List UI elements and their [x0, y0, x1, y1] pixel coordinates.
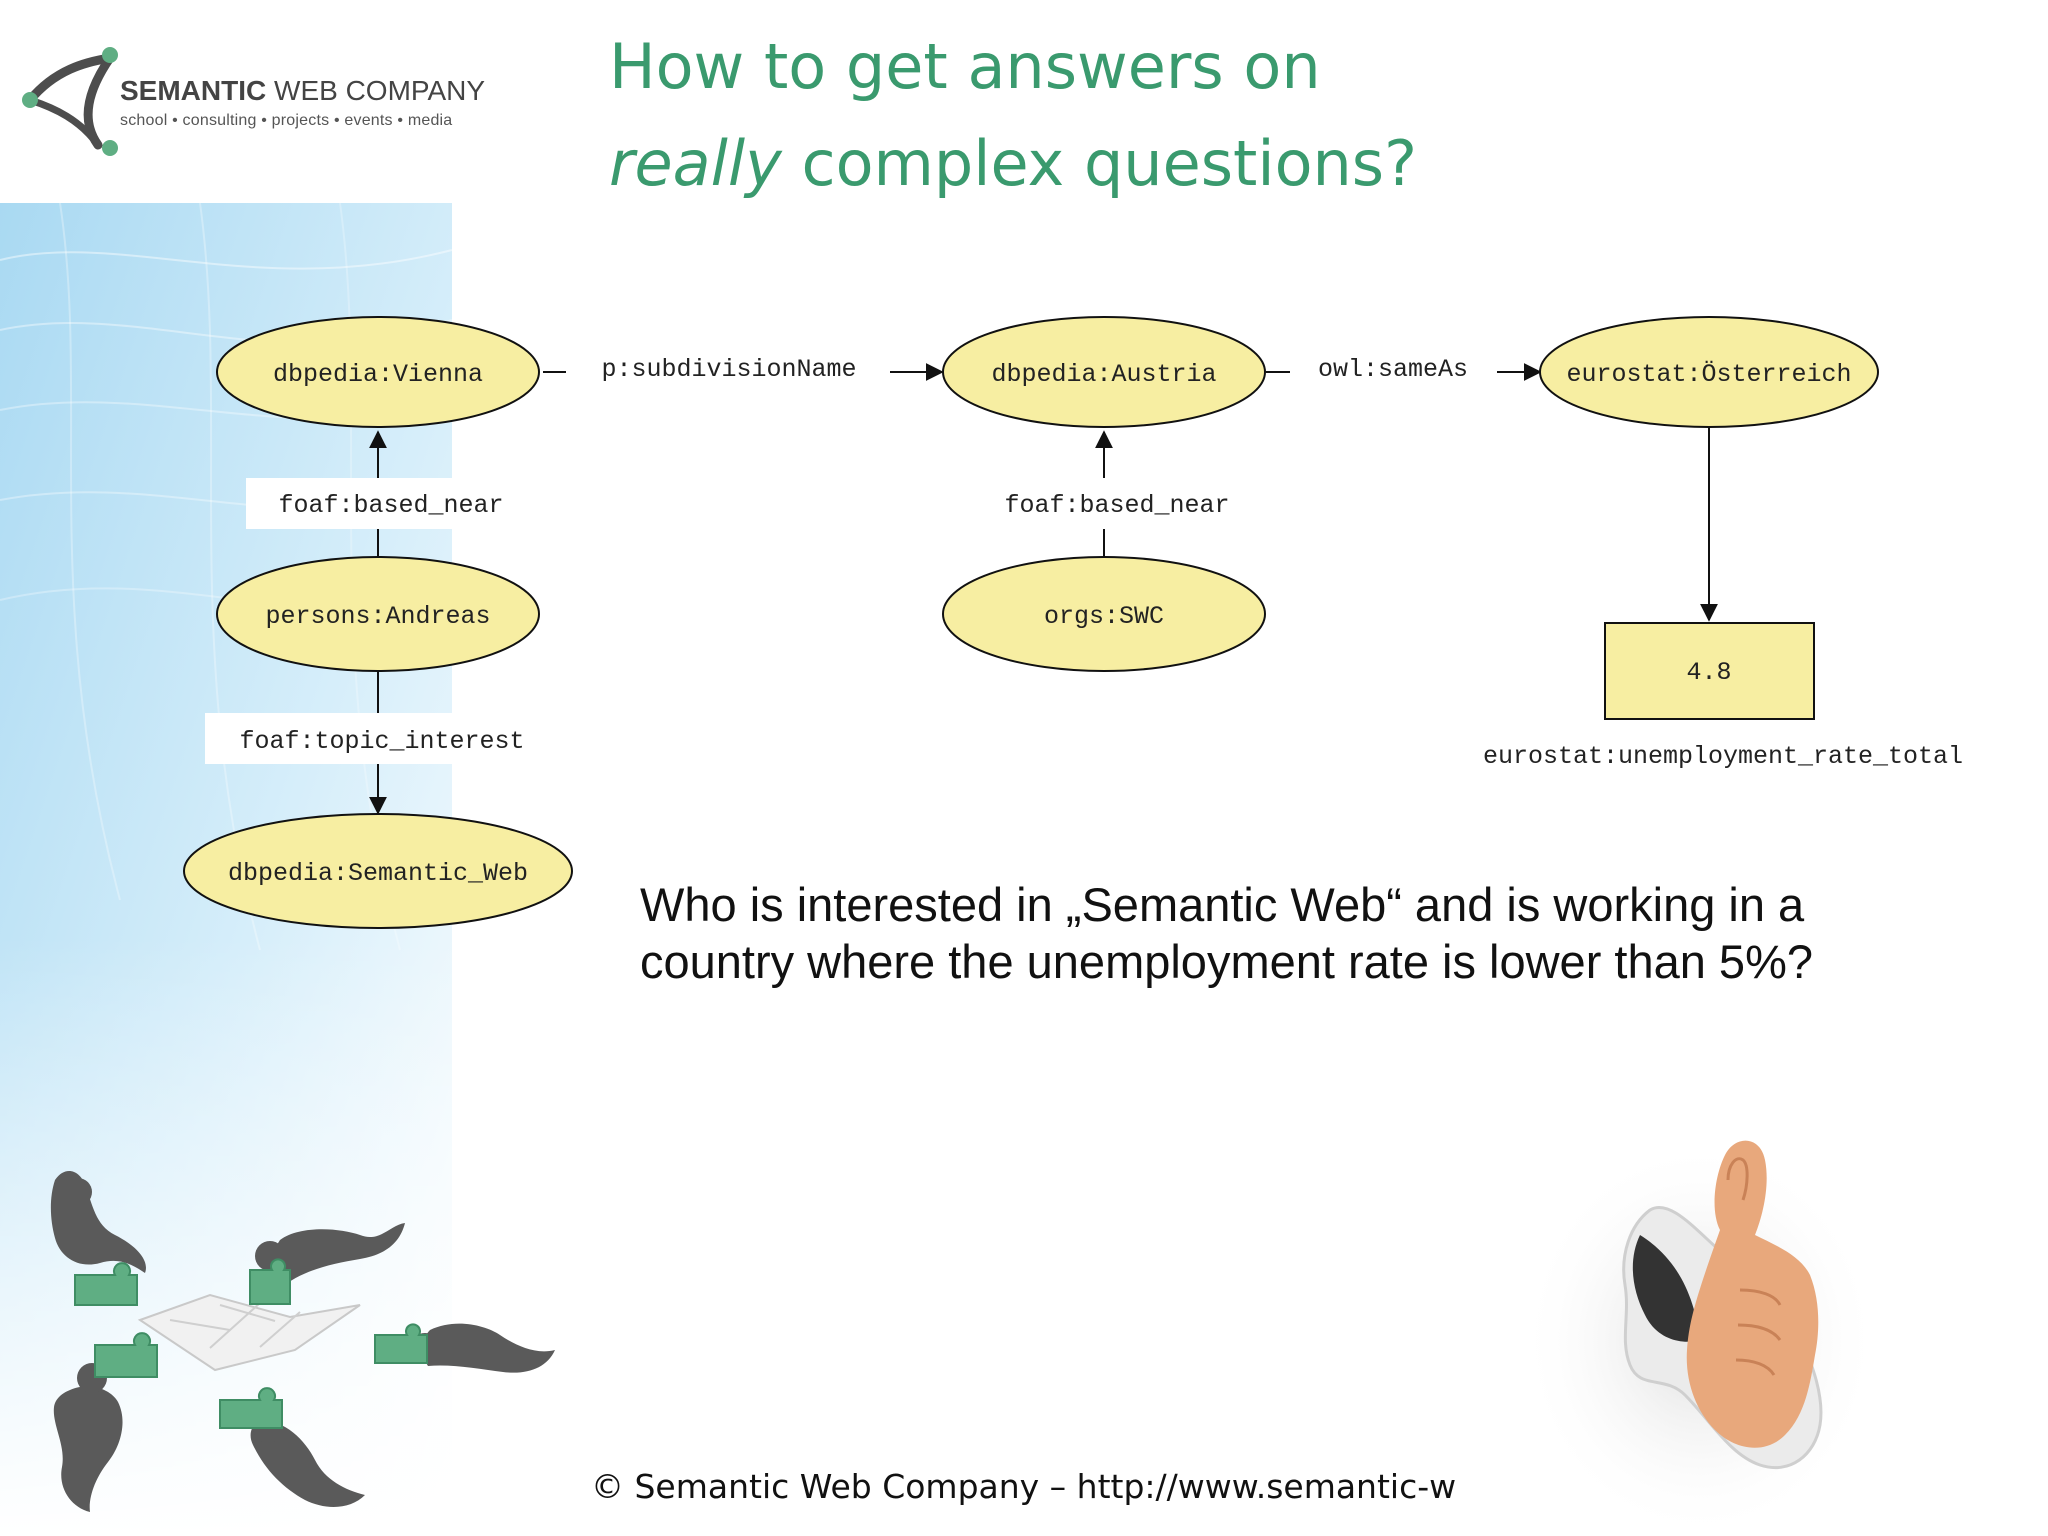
edge-label-bg-based-near-2	[985, 478, 1230, 529]
node-value-box: 4.8	[1604, 622, 1815, 720]
skydivers-puzzle-illustration	[50, 1170, 555, 1512]
node-label: persons:Andreas	[265, 602, 490, 631]
logo-mark-icon	[22, 47, 118, 156]
node-value: 4.8	[1686, 658, 1731, 687]
node-dbpedia-semantic-web: dbpedia:Semantic_Web	[183, 813, 573, 929]
edge-label-topic-interest: foaf:topic_interest	[239, 727, 524, 756]
edge-label-based-near-2: foaf:based_near	[1004, 491, 1229, 520]
footer-copyright: © Semantic Web Company – http://www.sema…	[591, 1467, 1456, 1506]
node-label: dbpedia:Austria	[991, 360, 1216, 389]
company-logo: SEMANTIC WEB COMPANY school • consulting…	[22, 47, 485, 156]
edge-label-unemployment: eurostat:unemployment_rate_total	[1483, 742, 1963, 771]
edge-label-subdivision: p:subdivisionName	[601, 355, 856, 384]
node-label: orgs:SWC	[1044, 602, 1164, 631]
node-persons-andreas: persons:Andreas	[216, 556, 540, 672]
node-label: eurostat:Österreich	[1566, 360, 1851, 389]
question-line1: Who is interested in „Semantic Web“ and …	[640, 878, 1805, 931]
node-eurostat-oesterreich: eurostat:Österreich	[1539, 316, 1879, 428]
footer-clip	[1493, 1465, 1553, 1515]
thumbs-up-illustration	[1520, 1140, 1880, 1536]
edge-label-sameas: owl:sameAs	[1318, 355, 1468, 384]
slide-title-line2: really complex questions?	[609, 127, 1417, 200]
node-label: dbpedia:Semantic_Web	[228, 859, 528, 888]
node-dbpedia-austria: dbpedia:Austria	[942, 316, 1266, 428]
node-dbpedia-vienna: dbpedia:Vienna	[216, 316, 540, 428]
question-line2: country where the unemployment rate is l…	[640, 935, 1813, 988]
node-orgs-swc: orgs:SWC	[942, 556, 1266, 672]
logo-name: SEMANTIC WEB COMPANY	[120, 75, 485, 106]
slide-title-line1: How to get answers on	[609, 30, 1321, 103]
logo-tagline: school • consulting • projects • events …	[120, 112, 452, 129]
edge-label-based-near-1: foaf:based_near	[278, 491, 503, 520]
edge-label-bg-based-near-1	[246, 478, 456, 529]
node-label: dbpedia:Vienna	[273, 360, 483, 389]
edge-label-bg-topic-interest	[205, 713, 545, 764]
